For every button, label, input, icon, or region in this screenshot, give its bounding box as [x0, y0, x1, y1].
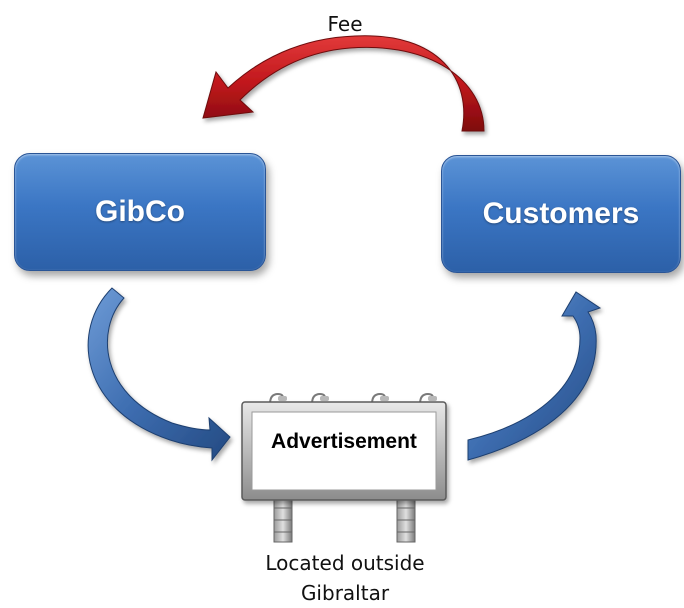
gibco-node-label: GibCo [95, 195, 185, 228]
advertisement-label: Advertisement [271, 430, 417, 453]
gibco-node: GibCo [14, 153, 266, 271]
fee-arrow [202, 35, 485, 132]
billboard-icon [241, 392, 447, 543]
customers-node: Customers [441, 155, 681, 273]
gibco-to-ad-arrow [87, 287, 231, 462]
location-caption: Located outside Gibraltar [230, 548, 460, 608]
location-line-2: Gibraltar [300, 581, 390, 605]
customers-node-label: Customers [482, 197, 640, 230]
fee-label: Fee [327, 12, 363, 36]
location-line-1: Located outside [265, 551, 425, 575]
ad-to-customers-arrow [467, 291, 602, 461]
